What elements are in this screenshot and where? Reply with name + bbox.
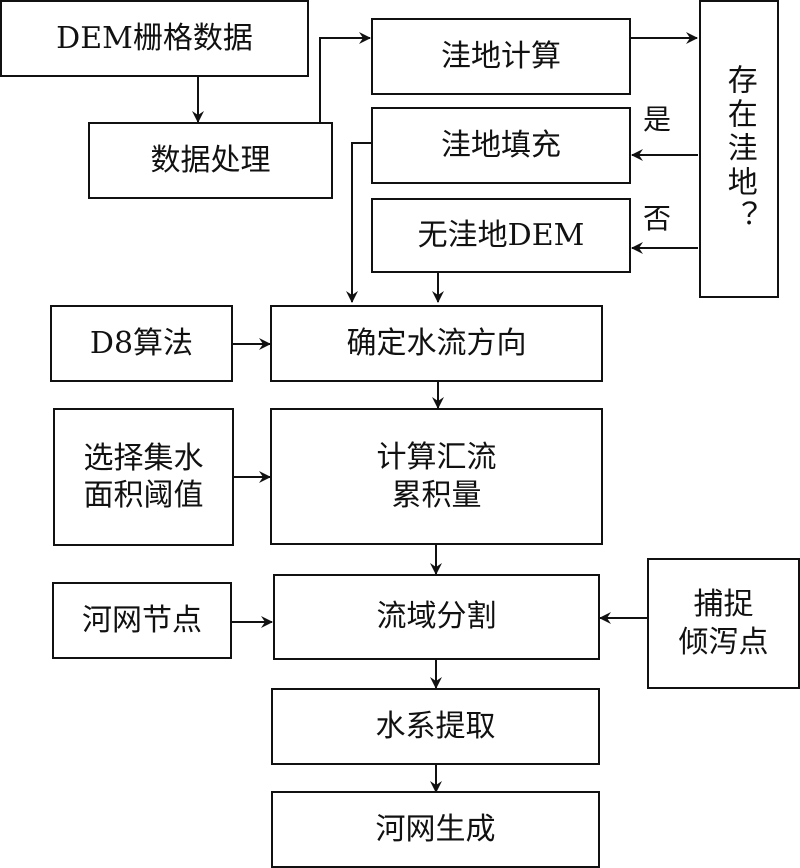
node-label: D8算法 — [89, 325, 194, 361]
node-flow-accumulation: 计算汇流 累积量 — [270, 408, 603, 545]
node-label: 计算汇流 累积量 — [376, 440, 497, 513]
edge-processing-to-calc — [319, 32, 371, 122]
node-label: 洼地填充 — [441, 127, 561, 163]
node-label: 流域分割 — [376, 599, 497, 635]
node-label: DEM栅格数据 — [56, 20, 253, 56]
node-d8-algorithm: D8算法 — [50, 305, 233, 382]
node-label: 确定水流方向 — [346, 325, 527, 361]
node-flow-direction: 确定水流方向 — [270, 305, 603, 382]
edge-label-no: 否 — [643, 202, 672, 235]
node-data-processing: 数据处理 — [88, 122, 333, 199]
node-label: 水系提取 — [375, 708, 496, 744]
node-watershed-segmentation: 流域分割 — [273, 574, 600, 660]
node-label: 河网节点 — [82, 602, 202, 638]
node-pour-point: 捕捉 倾泻点 — [647, 558, 800, 689]
node-no-depression-dem: 无洼地DEM — [371, 198, 631, 273]
node-label: 选择集水 面积阈值 — [83, 440, 204, 514]
edge-fill-to-direction — [346, 142, 372, 303]
node-label: 无洼地DEM — [417, 217, 585, 253]
node-river-network-generation: 河网生成 — [271, 791, 600, 868]
edge-label-yes: 是 — [643, 103, 672, 136]
node-label: 数据处理 — [150, 142, 271, 178]
node-area-threshold: 选择集水 面积阈值 — [53, 408, 234, 546]
node-river-nodes: 河网节点 — [52, 582, 232, 659]
node-drainage-extraction: 水系提取 — [271, 688, 600, 765]
node-label: 河网生成 — [375, 811, 496, 847]
node-depression-calc: 洼地计算 — [371, 18, 631, 95]
node-label: 存在洼地？ — [721, 64, 757, 234]
node-label: 洼地计算 — [441, 38, 561, 74]
node-label: 捕捉 倾泻点 — [678, 587, 769, 660]
node-dem-raster: DEM栅格数据 — [0, 0, 309, 77]
node-depression-fill: 洼地填充 — [371, 107, 631, 184]
node-has-depression-decision: 存在洼地？ — [699, 0, 779, 298]
